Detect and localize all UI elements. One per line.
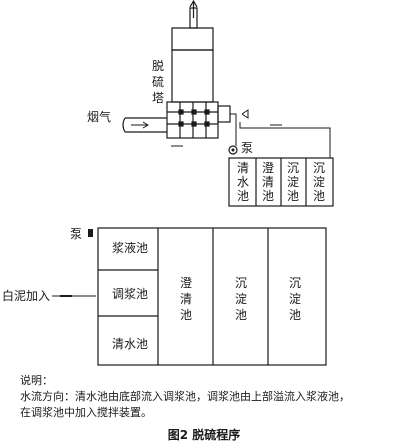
settling-2-label: 沉 淀 池 xyxy=(289,276,301,322)
slurry-tank-label: 浆液池 xyxy=(112,240,148,255)
svg-text:池: 池 xyxy=(235,308,247,322)
pump-icon xyxy=(88,229,93,237)
top-pump: 泵 xyxy=(228,141,253,155)
svg-text:沉: 沉 xyxy=(289,276,301,290)
desulfurization-tower xyxy=(166,0,231,139)
svg-text:淀: 淀 xyxy=(313,175,325,189)
top-pump-label: 泵 xyxy=(241,141,253,155)
recirculation-pipes xyxy=(171,109,331,158)
bottom-tank-layout xyxy=(97,227,327,366)
svg-text:淀: 淀 xyxy=(235,292,247,306)
tower-body xyxy=(171,49,214,103)
svg-text:沉: 沉 xyxy=(287,161,299,175)
svg-text:水: 水 xyxy=(237,175,249,189)
svg-text:清: 清 xyxy=(262,175,274,189)
svg-text:沉: 沉 xyxy=(235,276,247,290)
notes: 说明： 水流方向：清水池由底部流入调浆池，调浆池由上部溢流入浆液池， 在调浆池中… xyxy=(20,373,405,421)
figure-caption: 图2 脱硫程序 xyxy=(168,427,241,442)
svg-text:池: 池 xyxy=(180,308,192,322)
svg-text:澄: 澄 xyxy=(262,160,274,175)
top-tank-settling-2: 沉 淀 池 xyxy=(313,161,325,203)
svg-text:清: 清 xyxy=(180,292,192,306)
svg-text:池: 池 xyxy=(262,189,274,203)
svg-text:淀: 淀 xyxy=(289,292,301,306)
top-tank-settling-1: 沉 淀 池 xyxy=(287,161,299,203)
svg-text:池: 池 xyxy=(237,189,249,203)
bottom-pump: 泵 xyxy=(70,227,93,241)
svg-text:池: 池 xyxy=(313,189,325,203)
pump-icon xyxy=(228,145,238,155)
mixing-tank-label: 调浆池 xyxy=(112,286,148,301)
svg-text:清: 清 xyxy=(237,161,249,175)
settling-1-label: 沉 淀 池 xyxy=(235,276,247,322)
top-tank-clarifier: 澄 清 池 xyxy=(262,160,274,203)
svg-text:塔: 塔 xyxy=(152,91,164,105)
notes-line-1: 水流方向：清水池由底部流入调浆池，调浆池由上部溢流入浆液池， xyxy=(20,390,350,403)
clear-water-tank-label: 清水池 xyxy=(112,337,148,351)
lime-inlet-label: 白泥加入 xyxy=(2,288,50,303)
bottom-pump-label: 泵 xyxy=(70,227,82,241)
notes-heading: 说明： xyxy=(20,374,53,387)
clarifier-label: 澄 清 池 xyxy=(180,275,192,322)
svg-text:淀: 淀 xyxy=(287,175,299,189)
flue-gas-label: 烟气 xyxy=(87,109,111,124)
flue-gas-inlet xyxy=(122,117,167,133)
svg-text:澄: 澄 xyxy=(180,275,192,290)
top-tank-group xyxy=(228,157,334,207)
tower-cap xyxy=(171,27,214,51)
tower-label: 脱 硫 塔 xyxy=(152,58,164,105)
svg-text:脱: 脱 xyxy=(152,58,164,73)
svg-text:硫: 硫 xyxy=(152,74,164,89)
svg-text:池: 池 xyxy=(289,308,301,322)
notes-line-2: 在调浆池中加入搅拌装置。 xyxy=(20,406,152,419)
svg-text:池: 池 xyxy=(287,189,299,203)
svg-text:沉: 沉 xyxy=(313,161,325,175)
top-tank-clear-water: 清 水 池 xyxy=(237,161,249,203)
